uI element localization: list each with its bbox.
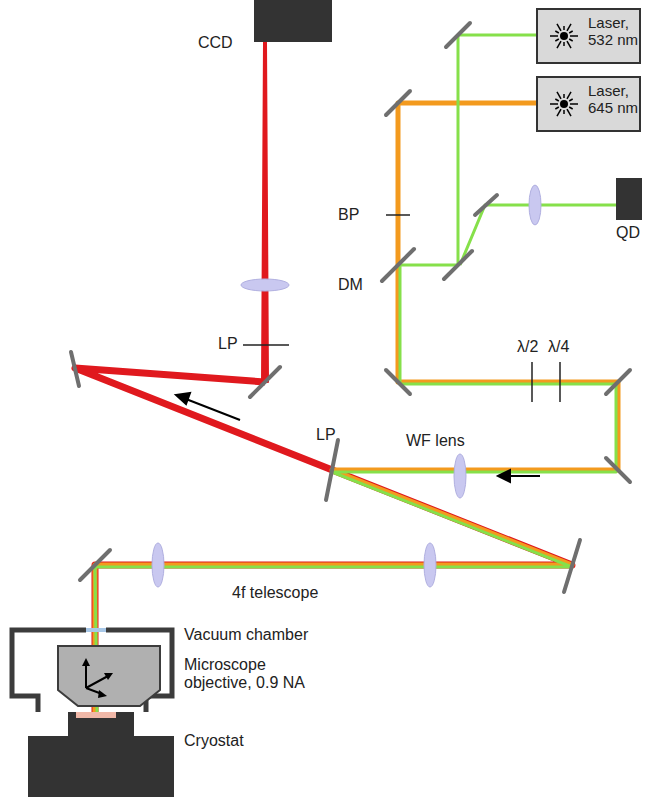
laser-icon bbox=[557, 109, 561, 116]
component-label: Laser, 645 nm bbox=[588, 82, 642, 117]
red-beam bbox=[75, 42, 572, 712]
sample bbox=[76, 712, 116, 718]
laser-icon bbox=[567, 109, 571, 116]
cryostat-shape bbox=[28, 712, 174, 797]
objective-shape bbox=[56, 644, 162, 708]
component-label: QD bbox=[616, 224, 640, 242]
laser-icon bbox=[555, 99, 558, 101]
component-label: Cryostat bbox=[184, 732, 244, 750]
mirror bbox=[564, 540, 580, 592]
direction-arrow bbox=[498, 470, 510, 482]
cryostat-shape bbox=[28, 712, 174, 797]
optical-component: QD bbox=[616, 178, 642, 220]
part-label: λ/2 bbox=[517, 338, 538, 356]
lens bbox=[529, 185, 541, 225]
laser-icon bbox=[557, 24, 561, 31]
direction-arrow bbox=[508, 475, 540, 477]
component-label: CCD bbox=[198, 34, 233, 52]
optical-component: Vacuum chamberMicroscope objective, 0.9 … bbox=[8, 626, 176, 712]
chamber-window bbox=[86, 628, 106, 632]
optical-component: Laser, 532 nm bbox=[536, 8, 641, 64]
laser-icon bbox=[569, 31, 572, 33]
mirror bbox=[250, 367, 280, 397]
objective-shape bbox=[58, 646, 160, 706]
laser-icon bbox=[570, 103, 578, 105]
green-beam bbox=[95, 35, 618, 712]
mirror bbox=[382, 249, 414, 281]
laser-icon bbox=[569, 107, 572, 109]
red-beam bbox=[262, 42, 268, 382]
mirror bbox=[444, 251, 472, 279]
filter-plate bbox=[531, 362, 533, 402]
optical-component: CCD bbox=[254, 0, 332, 42]
laser-icon bbox=[563, 110, 565, 114]
laser-icon bbox=[567, 92, 571, 99]
lens bbox=[241, 279, 289, 291]
axis-arrows bbox=[82, 658, 90, 666]
filter-plate bbox=[243, 215, 560, 402]
lens bbox=[152, 185, 541, 587]
axis-arrows bbox=[104, 673, 113, 680]
laser-icon bbox=[560, 32, 568, 40]
part-label: 4f telescope bbox=[232, 584, 318, 602]
axis-arrows bbox=[86, 664, 108, 694]
laser-icon bbox=[555, 39, 558, 41]
mirror bbox=[326, 440, 338, 500]
orange-beam bbox=[95, 103, 618, 712]
laser-icon bbox=[555, 31, 558, 33]
direction-arrow bbox=[176, 393, 540, 482]
optical-component: Cryostat bbox=[28, 712, 174, 797]
part-label: DM bbox=[338, 276, 363, 294]
optical-component: Laser, 645 nm bbox=[536, 76, 641, 132]
direction-arrow bbox=[186, 399, 240, 420]
part-label: LP bbox=[316, 426, 336, 444]
mirror bbox=[386, 370, 410, 394]
mirror bbox=[386, 91, 410, 115]
laser-icon bbox=[569, 99, 572, 101]
laser-icon bbox=[563, 42, 565, 46]
part-label: WF lens bbox=[406, 432, 465, 450]
laser-icon bbox=[560, 100, 568, 108]
part-label: λ/4 bbox=[548, 338, 569, 356]
laser-icon bbox=[570, 35, 578, 37]
green-beam bbox=[95, 35, 616, 712]
mirror bbox=[446, 23, 470, 47]
laser-icon bbox=[563, 26, 565, 30]
mirror bbox=[475, 195, 497, 215]
lens bbox=[152, 543, 164, 587]
mirror bbox=[606, 370, 630, 394]
laser-icon bbox=[567, 41, 571, 48]
axis-arrows bbox=[98, 690, 107, 698]
filter-plate bbox=[386, 214, 410, 216]
mirror bbox=[71, 352, 79, 386]
laser-icon bbox=[557, 41, 561, 48]
part-label: BP bbox=[338, 206, 359, 224]
laser-icon bbox=[555, 107, 558, 109]
optical-component: Microscope objective, 0.9 NA bbox=[56, 644, 162, 708]
lens bbox=[424, 543, 436, 587]
lens bbox=[454, 454, 466, 498]
component-label: Vacuum chamber bbox=[184, 626, 308, 644]
component-label: Laser, 532 nm bbox=[588, 14, 642, 49]
mirror bbox=[606, 458, 630, 482]
laser-icon bbox=[557, 92, 561, 99]
laser-icon bbox=[550, 35, 558, 37]
direction-arrow bbox=[176, 393, 190, 404]
chamber-outline bbox=[12, 630, 172, 712]
filter-plate bbox=[559, 362, 561, 402]
component-label: Microscope objective, 0.9 NA bbox=[184, 656, 324, 693]
mirror bbox=[80, 550, 110, 580]
orange-beam bbox=[95, 103, 618, 712]
laser-icon bbox=[550, 103, 558, 105]
filter-plate bbox=[243, 344, 289, 346]
part-label: LP bbox=[218, 335, 238, 353]
laser-icon bbox=[569, 39, 572, 41]
laser-icon bbox=[563, 94, 565, 98]
laser-icon bbox=[567, 24, 571, 31]
